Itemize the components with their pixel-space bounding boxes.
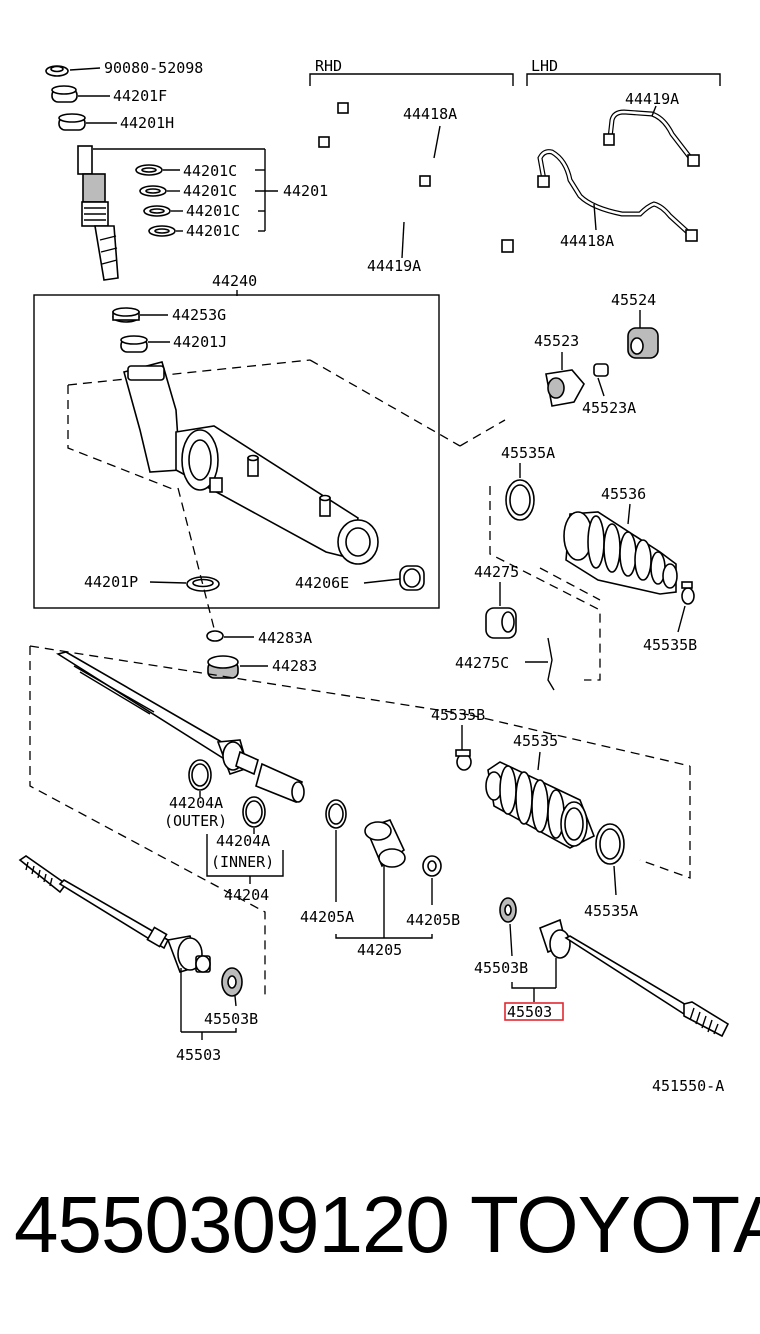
- label-44204A-outer: 44204A: [169, 794, 223, 812]
- part-number: 4550309120: [14, 1180, 450, 1269]
- label-44240: 44240: [212, 272, 257, 290]
- label-45535B-mid: 45535B: [431, 706, 485, 724]
- label-44253G: 44253G: [172, 306, 226, 324]
- lhd-section: LHD 44419A 44418A: [526, 57, 721, 250]
- label-44205: 44205: [357, 941, 402, 959]
- label-44204A-inner: 44204A: [216, 832, 270, 850]
- label-44283: 44283: [272, 657, 317, 675]
- label-45524: 45524: [611, 291, 656, 309]
- label-44201F: 44201F: [113, 87, 167, 105]
- brand-name: TOYOTA: [470, 1180, 760, 1269]
- steering-gear-housing: [123, 361, 379, 565]
- label-44204A-inner-note: (INNER): [211, 853, 274, 871]
- label-45535B-top: 45535B: [643, 636, 697, 654]
- boot-45535: [485, 761, 596, 849]
- label-45503-right: 45503: [507, 1003, 552, 1021]
- label-44201C-2: 44201C: [183, 182, 237, 200]
- label-45535A-top: 45535A: [501, 444, 555, 462]
- label-44206E: 44206E: [295, 574, 349, 592]
- tie-rod-right: 45503B 45503: [474, 897, 730, 1038]
- label-45503B-left: 45503B: [204, 1010, 258, 1028]
- label-45503B-right: 45503B: [474, 959, 528, 977]
- label-44201J: 44201J: [173, 333, 227, 351]
- tie-rod-left: 45503B 45503: [18, 855, 258, 1064]
- label-44418A-lhd: 44418A: [560, 232, 614, 250]
- label-44201C-3: 44201C: [186, 202, 240, 220]
- label-44201C-1: 44201C: [183, 162, 237, 180]
- label-45535A-bot: 45535A: [584, 902, 638, 920]
- label-44419A-lhd: 44419A: [625, 90, 679, 108]
- upper-boot-group: 45535A 45536 45535B 44275 44275C: [455, 444, 697, 691]
- label-44201P: 44201P: [84, 573, 138, 591]
- label-44204: 44204: [224, 886, 269, 904]
- label-44275C: 44275C: [455, 654, 509, 672]
- rack-group: 44204A (OUTER) 44204A (INNER) 44204: [29, 645, 691, 998]
- rhd-section: RHD 44418A 44419A: [309, 57, 514, 275]
- plug-group: 44283A 44283: [206, 629, 317, 679]
- label-44419A-rhd: 44419A: [367, 257, 421, 275]
- label-45536: 45536: [601, 485, 646, 503]
- label-44275: 44275: [474, 563, 519, 581]
- label-44205B: 44205B: [406, 911, 460, 929]
- boot-45536: [563, 511, 678, 595]
- gear-housing-box: 44240 44253G 44201J: [33, 272, 506, 609]
- label-44204A-outer-note: (OUTER): [164, 812, 227, 830]
- adjust-plug-group: 45524 45523 45523A: [534, 291, 659, 417]
- label-45523: 45523: [534, 332, 579, 350]
- bush-group: 44205A 44205B 44205: [300, 799, 460, 959]
- label-44283A: 44283A: [258, 629, 312, 647]
- label-44205A: 44205A: [300, 908, 354, 926]
- pinion-shaft: [77, 145, 119, 281]
- label-44201H: 44201H: [120, 114, 174, 132]
- steering-rack: [55, 651, 305, 804]
- highlight-box: [504, 1002, 564, 1021]
- label-45523A: 45523A: [582, 399, 636, 417]
- label-44201C-4: 44201C: [186, 222, 240, 240]
- pinion-seal-group: 90080-52098 44201F 44201H 44201C: [45, 59, 328, 281]
- label-44418A-rhd: 44418A: [403, 105, 457, 123]
- label-90080-52098: 90080-52098: [104, 59, 203, 77]
- label-45503-left: 45503: [176, 1046, 221, 1064]
- label-44201: 44201: [283, 182, 328, 200]
- lower-boot-group: 45535B 45535 45535A: [431, 706, 638, 920]
- label-45535: 45535: [513, 732, 558, 750]
- label-lhd: LHD: [531, 57, 558, 75]
- label-rhd: RHD: [315, 57, 342, 75]
- diagram-code: 451550-A: [652, 1077, 724, 1095]
